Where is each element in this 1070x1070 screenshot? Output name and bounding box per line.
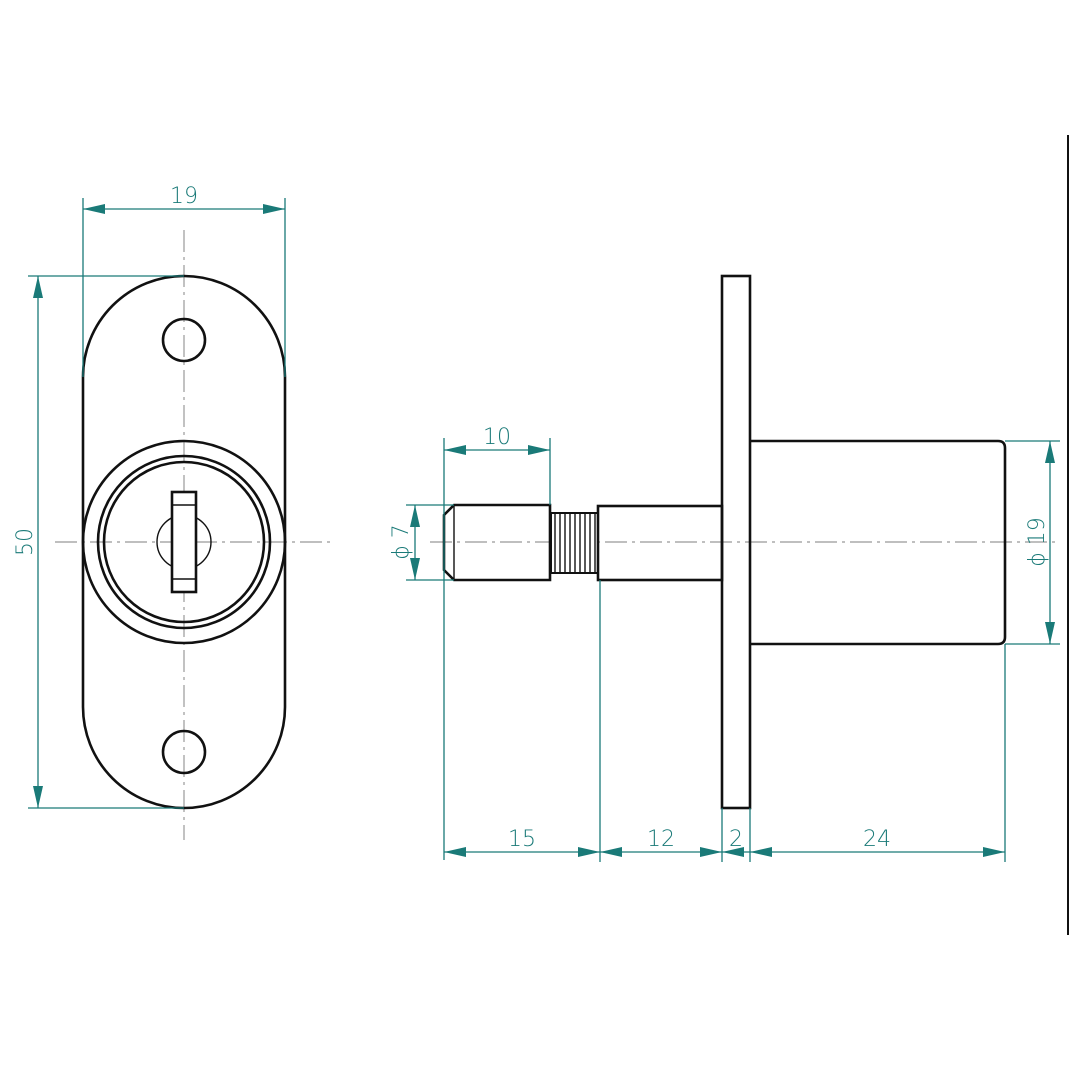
dimension-width-19: 19 <box>82 184 286 377</box>
dimension-label: ϕ 7 <box>389 524 414 560</box>
lock-body <box>750 439 1007 646</box>
mounting-plate <box>81 274 287 810</box>
dimension-label: 10 <box>483 425 511 450</box>
outer-collar <box>81 439 287 645</box>
cylinder-rim <box>96 454 272 630</box>
dimension-label: 50 <box>13 528 38 556</box>
dimension-pin-diameter-7: ϕ 7 <box>389 504 454 581</box>
key-slot <box>170 490 198 594</box>
side-view: 10 ϕ 7 ϕ 19 <box>389 135 1069 935</box>
dimension-label: 19 <box>170 184 198 209</box>
dimension-label-24: 24 <box>863 827 891 852</box>
dimension-pin-length-10: 10 <box>443 425 551 860</box>
dimension-chain-bottom: 15 12 2 24 <box>444 580 1006 862</box>
shaft <box>596 504 724 582</box>
front-view: 19 50 <box>13 184 335 840</box>
dimension-height-50: 50 <box>13 275 184 809</box>
dimension-body-diameter-19: ϕ 19 <box>1005 440 1060 645</box>
threaded-section <box>550 512 599 574</box>
dimension-label: ϕ 19 <box>1025 517 1050 567</box>
top-screw-hole <box>161 317 207 363</box>
dimension-label-2: 2 <box>729 827 743 852</box>
flange <box>720 274 752 810</box>
bottom-screw-hole <box>161 729 207 775</box>
dimension-label-12: 12 <box>647 827 675 852</box>
cylinder-face <box>102 460 266 624</box>
dimension-label-15: 15 <box>508 827 536 852</box>
